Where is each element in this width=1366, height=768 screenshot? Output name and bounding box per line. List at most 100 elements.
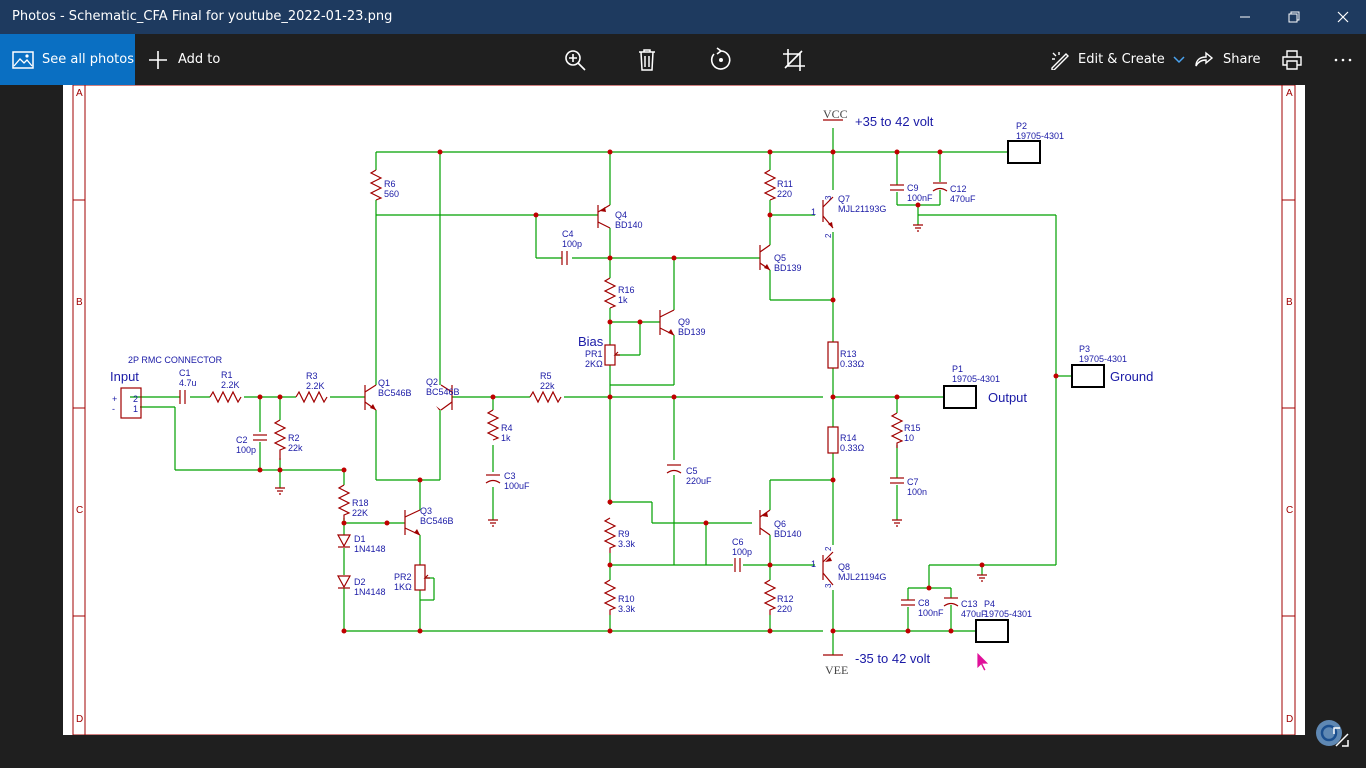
zoom-button[interactable] xyxy=(563,34,587,85)
title-bar: Photos - Schematic_CFA Final for youtube… xyxy=(0,0,1366,34)
pr1-ref: PR1 xyxy=(585,349,603,359)
vcc-note: +35 to 42 volt xyxy=(855,114,934,129)
r6-value: 560 xyxy=(384,189,399,199)
see-all-photos-label: See all photos xyxy=(42,52,134,67)
close-button[interactable] xyxy=(1320,0,1366,34)
connector-plus: + xyxy=(112,394,117,404)
r1-ref: R1 xyxy=(221,370,233,380)
border-row-a-left: A xyxy=(76,88,83,99)
r14-ref: R14 xyxy=(840,433,857,443)
photo-canvas[interactable]: A B C D A B C D xyxy=(63,85,1305,735)
q9-value: BD139 xyxy=(678,327,706,337)
rotate-button[interactable] xyxy=(708,34,734,85)
r11-ref: R11 xyxy=(777,179,793,189)
r4-value: 1k xyxy=(501,433,511,443)
p3-ref: P3 xyxy=(1079,344,1090,354)
minimize-button[interactable] xyxy=(1222,0,1268,34)
r13-ref: R13 xyxy=(840,349,857,359)
add-to-label: Add to xyxy=(178,52,221,67)
zoom-icon xyxy=(565,49,586,71)
ground-label: Ground xyxy=(1110,369,1153,384)
r9-value: 3.3k xyxy=(618,539,636,549)
border-row-c-right: C xyxy=(1286,505,1293,516)
c2-ref: C2 xyxy=(236,435,248,445)
r12-value: 220 xyxy=(777,604,792,614)
c8-value: 100nF xyxy=(918,608,944,618)
share-button[interactable]: Share xyxy=(1194,34,1261,85)
c7-ref: C7 xyxy=(907,477,919,487)
r3-value: 2.2K xyxy=(306,381,325,391)
border-row-b-right: B xyxy=(1286,297,1293,308)
edit-create-label: Edit & Create xyxy=(1078,52,1165,67)
crop-button[interactable] xyxy=(782,34,806,85)
p4-ref: P4 xyxy=(984,599,995,609)
q2-value: BC546B xyxy=(426,387,460,397)
c8-ref: C8 xyxy=(918,598,930,608)
p3-value: 19705-4301 xyxy=(1079,354,1127,364)
r3-ref: R3 xyxy=(306,371,318,381)
edit-create-button[interactable]: Edit & Create xyxy=(1050,34,1185,85)
r2-ref: R2 xyxy=(288,433,300,443)
border-row-d-right: D xyxy=(1286,714,1293,725)
q7-pin-2: 2 xyxy=(824,233,833,238)
pr2-ref: PR2 xyxy=(394,572,412,582)
border-row-d-left: D xyxy=(76,714,83,725)
mouse-cursor xyxy=(976,651,990,672)
border-row-a-right: A xyxy=(1286,88,1293,99)
q2-ref: Q2 xyxy=(426,377,438,387)
p1-value: 19705-4301 xyxy=(952,374,1000,384)
c12-value: 470uF xyxy=(950,194,976,204)
q5-ref: Q5 xyxy=(774,253,786,263)
print-icon xyxy=(1282,49,1302,70)
r18-value: 22K xyxy=(352,508,368,518)
q5-value: BD139 xyxy=(774,263,802,273)
junctions xyxy=(257,149,1059,634)
expand-icon xyxy=(1316,720,1349,747)
c3-value: 100uF xyxy=(504,481,530,491)
r9-ref: R9 xyxy=(618,529,630,539)
q6-ref: Q6 xyxy=(774,519,786,529)
r5-ref: R5 xyxy=(540,371,552,381)
c3-ref: C3 xyxy=(504,471,516,481)
c13-ref: C13 xyxy=(961,599,978,609)
c5-ref: C5 xyxy=(686,466,698,476)
q4-value: BD140 xyxy=(615,220,643,230)
minimize-icon xyxy=(1240,16,1250,18)
fullscreen-toggle[interactable] xyxy=(1312,716,1352,752)
toolbar: See all photos Add to Edit & Create Shar… xyxy=(0,34,1366,85)
more-button[interactable] xyxy=(1334,34,1352,85)
pr1-value: 2KΩ xyxy=(585,359,603,369)
window-title: Photos - Schematic_CFA Final for youtube… xyxy=(12,9,393,24)
pr2-value: 1KΩ xyxy=(394,582,412,592)
see-all-photos-button[interactable]: See all photos xyxy=(0,34,135,85)
c6-ref: C6 xyxy=(732,537,744,547)
bias-label: Bias xyxy=(578,334,604,349)
r10-ref: R10 xyxy=(618,594,635,604)
restore-button[interactable] xyxy=(1271,0,1317,34)
r12-ref: R12 xyxy=(777,594,794,604)
share-label: Share xyxy=(1223,52,1261,67)
d1-value: 1N4148 xyxy=(354,544,386,554)
d2-value: 1N4148 xyxy=(354,587,386,597)
q9-ref: Q9 xyxy=(678,317,690,327)
part-labels: C14.7uR12.2KR32.2KC2100pR222kR6560Q1BC54… xyxy=(179,121,1127,619)
print-button[interactable] xyxy=(1282,34,1302,85)
c2-value: 100p xyxy=(236,445,256,455)
add-to-button[interactable]: Add to xyxy=(148,34,220,85)
c12-ref: C12 xyxy=(950,184,967,194)
q3-ref: Q3 xyxy=(420,506,432,516)
q7-ref: Q7 xyxy=(838,194,850,204)
connector-title: 2P RMC CONNECTOR xyxy=(128,355,223,365)
connector-pin-1: 1 xyxy=(133,404,138,414)
chevron-down-icon xyxy=(1173,55,1185,63)
more-icon xyxy=(1334,58,1352,61)
vee-note: -35 to 42 volt xyxy=(855,651,931,666)
delete-button[interactable] xyxy=(637,34,657,85)
r1-value: 2.2K xyxy=(221,380,240,390)
vee-label: VEE xyxy=(825,663,848,677)
c6-value: 100p xyxy=(732,547,752,557)
r6-ref: R6 xyxy=(384,179,396,189)
q1-value: BC546B xyxy=(378,388,412,398)
share-icon xyxy=(1195,51,1214,66)
q1-ref: Q1 xyxy=(378,378,390,388)
